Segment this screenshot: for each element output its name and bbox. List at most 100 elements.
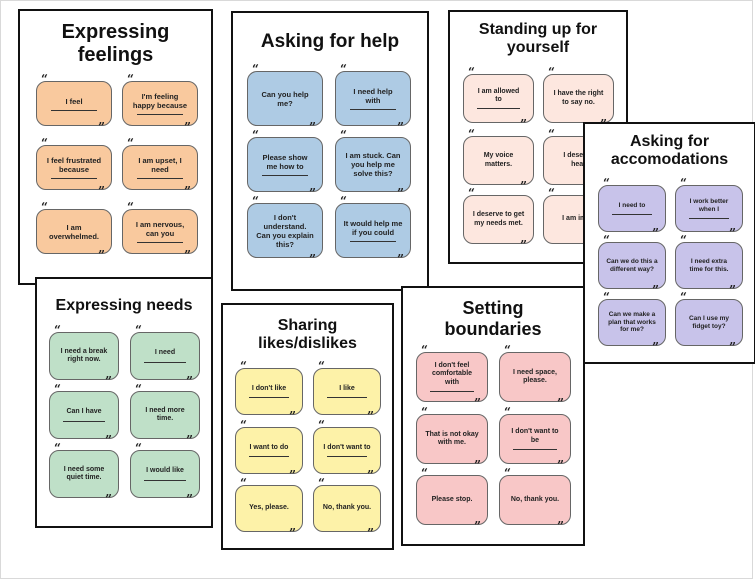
close-quote-icon: ” xyxy=(557,458,564,472)
card-title-line: boundaries xyxy=(444,318,542,339)
phrase-line: I am nervous, xyxy=(135,220,185,229)
phrase-line: my needs met. xyxy=(474,219,523,227)
fill-in-blank-line xyxy=(688,217,730,219)
close-quote-icon: ” xyxy=(652,340,659,354)
phrase-line: I need some xyxy=(63,465,105,473)
close-quote-icon: ” xyxy=(367,526,374,540)
open-quote-icon: “ xyxy=(548,65,555,79)
open-quote-icon: “ xyxy=(468,65,475,79)
close-quote-icon: ” xyxy=(397,186,404,200)
open-quote-icon: “ xyxy=(252,62,259,76)
close-quote-icon: ” xyxy=(520,179,527,193)
fill-in-blank-line xyxy=(477,108,520,110)
close-quote-icon: ” xyxy=(397,120,404,134)
fill-in-blank-line xyxy=(349,109,397,110)
open-quote-icon: “ xyxy=(318,476,325,490)
open-quote-icon: “ xyxy=(504,343,511,357)
phrase-line: with xyxy=(445,378,459,386)
open-quote-icon: “ xyxy=(135,323,142,337)
close-quote-icon: ” xyxy=(520,117,527,131)
phrase-line: different way? xyxy=(609,265,655,273)
close-quote-icon: ” xyxy=(729,226,736,240)
phrase-line: hear xyxy=(571,160,586,168)
phrase-line: I need extra xyxy=(690,257,728,265)
fill-in-blank-line xyxy=(349,241,397,242)
phrase-line: me? xyxy=(277,98,293,108)
open-quote-icon: “ xyxy=(127,136,134,150)
phrase-line: Yes, please. xyxy=(249,504,289,512)
fill-in-blank-line xyxy=(136,242,184,243)
open-quote-icon: “ xyxy=(41,136,48,150)
fill-in-blank-line xyxy=(50,109,98,111)
phrase-text: I need xyxy=(155,349,175,357)
phrase-line: I need more xyxy=(145,406,185,414)
open-quote-icon: “ xyxy=(603,290,610,304)
open-quote-icon: “ xyxy=(54,441,61,455)
phrase-line: comfortable xyxy=(431,370,473,378)
phrase-tile: “I like” xyxy=(313,360,381,422)
phrase-text: No, thank you. xyxy=(323,504,371,512)
close-quote-icon: ” xyxy=(98,120,105,134)
open-quote-icon: “ xyxy=(421,343,428,357)
close-quote-icon: ” xyxy=(474,519,481,533)
phrase-line: solve this? xyxy=(353,169,393,178)
phrase-line: I like xyxy=(339,384,355,392)
phrase-line: I want to do xyxy=(249,443,289,451)
close-quote-icon: ” xyxy=(520,238,527,252)
phrase-line: matters. xyxy=(484,160,513,168)
fill-in-blank-line xyxy=(136,114,184,115)
fill-in-blank-line xyxy=(248,456,290,458)
phrase-line: My voice xyxy=(483,152,514,160)
open-quote-icon: “ xyxy=(54,323,61,337)
phrase-tile: “I don't want to” xyxy=(313,419,381,481)
fill-in-blank-line xyxy=(144,479,186,481)
open-quote-icon: “ xyxy=(340,194,347,208)
fill-in-blank-line xyxy=(63,420,105,422)
phrase-tile: “I feel” xyxy=(36,73,112,133)
open-quote-icon: “ xyxy=(340,62,347,76)
phrase-tile: “Yes, please.” xyxy=(235,477,303,539)
phrase-line: with me. xyxy=(437,439,466,446)
close-quote-icon: ” xyxy=(474,458,481,472)
phrase-line: to say no. xyxy=(562,98,595,106)
close-quote-icon: ” xyxy=(98,248,105,262)
open-quote-icon: “ xyxy=(680,290,687,304)
phrase-line: I don't want to xyxy=(323,443,371,451)
phrase-line: I deserve xyxy=(563,152,594,160)
phrase-line: for me? xyxy=(620,326,644,334)
open-quote-icon: “ xyxy=(127,200,134,214)
phrase-line: I am upset, I xyxy=(138,156,182,165)
open-quote-icon: “ xyxy=(318,359,325,373)
phrase-line: I am stuck. Can xyxy=(345,151,401,160)
phrase-line: I would like xyxy=(146,467,184,475)
close-quote-icon: ” xyxy=(184,120,191,134)
fill-in-blank-line xyxy=(248,397,290,399)
phrase-line: I need help xyxy=(353,87,393,96)
fill-in-blank-line xyxy=(611,213,653,215)
phrase-line: I deserve to get xyxy=(472,211,525,219)
